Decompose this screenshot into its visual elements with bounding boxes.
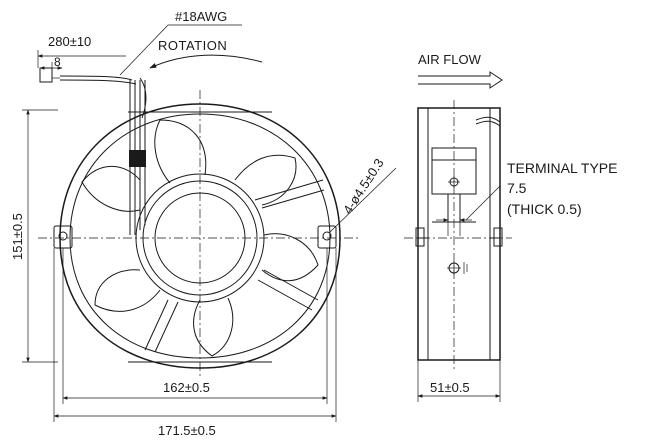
struts [144, 179, 325, 353]
side-body [417, 107, 501, 361]
air-flow-label: AIR FLOW [418, 52, 482, 67]
air-flow-arrow-icon [418, 71, 503, 89]
hole-spacing-label: 162±0.5 [163, 380, 210, 395]
lead-length-label: 280±10 [48, 34, 91, 49]
air-flow-indicator: AIR FLOW [418, 52, 503, 89]
strip-length-label: 8 [54, 55, 61, 69]
front-dimensions: 280±10 8 #18AWG ROTATION 4-ø4.5±0.3 151±… [10, 9, 397, 438]
side-view [404, 100, 512, 370]
depth-label: 51±0.5 [430, 380, 470, 395]
wire-gauge-label: #18AWG [175, 9, 227, 24]
terminal-callout: TERMINAL TYPE 7.5 (THICK 0.5) [436, 160, 617, 236]
lead-wires [39, 67, 147, 235]
front-view [38, 67, 360, 378]
terminal-type-label: TERMINAL TYPE [507, 160, 617, 176]
mount-holes-label: 4-ø4.5±0.3 [340, 156, 387, 217]
height-label: 151±0.5 [10, 213, 25, 260]
impeller-blades [81, 119, 319, 357]
side-dimensions: 51±0.5 [417, 360, 501, 402]
overall-width-label: 171.5±0.5 [158, 423, 216, 438]
rotation-label: ROTATION [158, 38, 227, 53]
mount-hole-left [53, 225, 73, 249]
terminal-width-label: 7.5 [507, 180, 527, 196]
terminal-thickness-label: (THICK 0.5) [507, 201, 582, 217]
mount-hole-right [317, 225, 337, 249]
frame-inner [69, 113, 331, 359]
wire-grommet [129, 150, 146, 167]
